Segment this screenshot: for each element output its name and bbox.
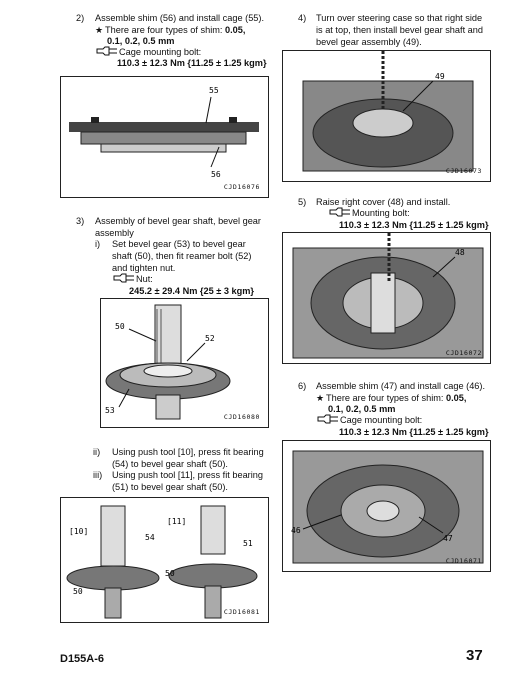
star-icon: ★ [316,393,325,403]
wrench-icon [113,273,134,283]
step-number: 3) [76,216,85,226]
callout-label: 48 [455,248,465,257]
figure-drawing: 46 47 [291,450,484,564]
figure-drawing: 50 52 53 [105,304,231,420]
page-number: 37 [466,647,483,664]
figure-right-cover: 48 CJD16072 [282,232,491,364]
sub-step-text: Using push tool [10], press fit bearing [112,447,264,457]
note-values: 0.1, 0.2, 0.5 mm [107,36,175,46]
callout-label: 49 [435,72,445,81]
torque-label: Mounting bolt: [352,208,410,218]
step-text: assembly [95,228,134,238]
torque-label: Cage mounting bolt: [340,415,423,425]
sub-step-text: Using push tool [11], press fit bearing [112,470,263,480]
step-text: Raise right cover (48) and install. [316,197,451,207]
figure-id: CJD16073 [445,167,482,175]
torque-label: Nut: [136,274,153,284]
torque-label-line: Cage mounting bolt: [316,414,422,426]
wrench-icon [96,46,117,56]
torque-label-line: Mounting bolt: [328,207,410,219]
step-text: Assemble shim (56) and install cage (55)… [95,13,265,23]
callout-label: 50 [73,587,83,596]
note-line: ★There are four types of shim: 0.05, [95,24,245,36]
note-text: There are four types of shim: [105,25,223,35]
footer-model: D155A-6 [60,653,105,665]
torque-label: Cage mounting bolt: [119,47,202,57]
figure-cage-install: 46 47 CJD16071 [282,440,491,572]
figure-id: CJD16076 [223,183,260,191]
figure-drawing: [10] [11] 54 51 50 50 [66,505,258,619]
step-number: 4) [298,13,307,23]
sub-step-text: (51) to bevel gear shaft (50). [112,482,228,492]
wrench-icon [329,207,350,217]
tool-label: [10] [69,527,88,536]
figure-cage-shim: 55 56 CJD16076 [60,76,269,198]
torque-value: 245.2 ± 29.4 Nm {25 ± 3 kgm} [129,286,255,296]
torque-value: 110.3 ± 12.3 Nm {11.25 ± 1.25 kgm} [117,58,267,68]
torque-value: 110.3 ± 12.3 Nm {11.25 ± 1.25 kgm} [339,220,489,230]
callout-label: 51 [243,539,253,548]
callout-label: 52 [205,334,215,343]
tool-label: [11] [167,517,186,526]
figure-id: CJD16072 [445,349,482,357]
sub-step-text: (54) to bevel gear shaft (50). [112,459,228,469]
star-icon: ★ [95,25,104,35]
sub-step-number: iii) [93,470,103,480]
callout-label: 54 [145,533,155,542]
note-line: ★There are four types of shim: 0.05, [316,392,466,404]
callout-label: 55 [209,86,219,95]
sub-step-number: i) [95,239,101,249]
step-text: Turn over steering case so that right si… [316,13,483,23]
callout-label: 50 [115,322,125,331]
callout-label: 50 [165,569,175,578]
wrench-icon [317,414,338,424]
callout-label: 46 [291,526,301,535]
step-number: 2) [76,13,85,23]
figure-press-fit: [10] [11] 54 51 50 50 CJD16081 [60,497,269,623]
note-value: 0.05, [225,25,246,35]
figure-drawing: 49 [302,51,474,172]
sub-step-text: shaft (50), then fit reamer bolt (52) [112,251,252,261]
step-number: 5) [298,197,307,207]
figure-steering-case: 49 CJD16073 [282,50,491,182]
callout-label: 56 [211,170,221,179]
step-text: bevel gear assembly (49). [316,37,422,47]
figure-drawing: 48 [292,233,484,359]
figure-id: CJD16080 [223,413,260,421]
note-value: 0.05, [446,393,467,403]
figure-id: CJD16071 [445,557,482,565]
note-values: 0.1, 0.2, 0.5 mm [328,404,396,414]
figure-drawing: 55 56 [69,86,259,179]
sub-step-text: and tighten nut. [112,263,176,273]
note-text: There are four types of shim: [326,393,444,403]
callout-label: 53 [105,406,115,415]
step-text: Assembly of bevel gear shaft, bevel gear [95,216,261,226]
figure-id: CJD16081 [223,608,260,616]
torque-label-line: Nut: [112,273,153,285]
sub-step-number: ii) [93,447,101,457]
step-number: 6) [298,381,307,391]
sub-step-text: Set bevel gear (53) to bevel gear [112,239,246,249]
figure-bevel-gear: 50 52 53 CJD16080 [100,298,269,428]
step-text: is at top, then install bevel gear shaft… [316,25,484,35]
step-text: Assemble shim (47) and install cage (46)… [316,381,486,391]
torque-value: 110.3 ± 12.3 Nm {11.25 ± 1.25 kgm} [339,427,489,437]
torque-label-line: Cage mounting bolt: [95,46,201,58]
callout-label: 47 [443,534,453,543]
